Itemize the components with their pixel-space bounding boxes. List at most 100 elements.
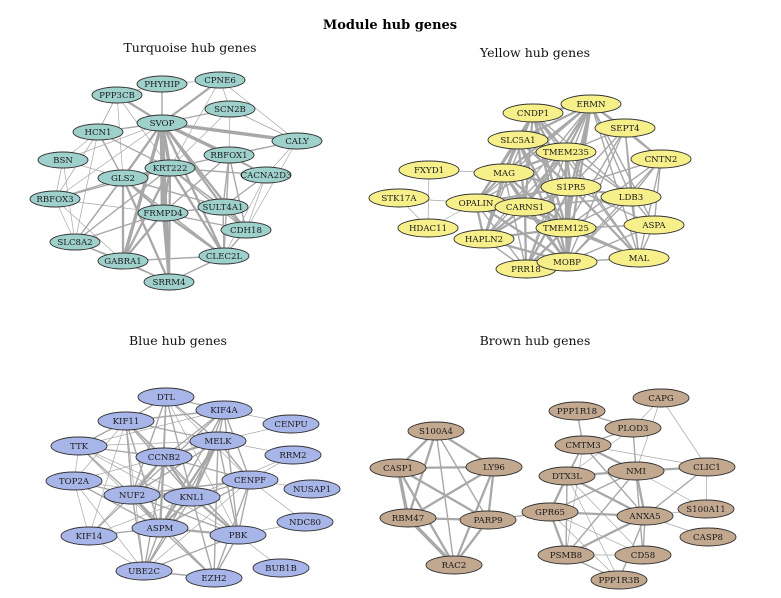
blue-node-kif11: KIF11 [97,411,155,431]
blue-node-bub1b: BUB1B [252,558,310,578]
turquoise-node-gls2: GLS2 [97,169,149,187]
blue-node-label: CCNB2 [148,453,180,463]
brown-node-s100a11: S100A11 [677,499,735,519]
turquoise-node-shape [72,123,124,141]
turquoise-edge [116,94,171,169]
blue-node-shape [45,471,103,491]
blue-node-ube2c: UBE2C [115,561,173,581]
turquoise-node-rbfox3: RBFOX3 [29,190,81,208]
brown-node-shape [465,457,523,477]
yellow-node-shape [630,149,692,169]
brown-node-clic1: CLIC1 [678,457,736,477]
brown-node-shape [632,388,690,408]
turquoise-node-shape [136,75,188,93]
blue-node-dtl: DTL [137,387,195,407]
yellow-node-shape [540,177,602,197]
blue-node-ezh2: EZH2 [185,568,243,588]
turquoise-node-srrm4: SRRM4 [143,273,195,291]
blue-node-cenpf: CENPF [221,470,279,490]
blue-node-ndc80: NDC80 [276,512,334,532]
turquoise-edge [161,211,171,284]
turquoise-edge [116,94,124,179]
turquoise-node-label: CALY [285,137,309,147]
yellow-edge [483,103,592,240]
figure-title: Module hub genes [323,18,457,33]
turquoise-node-label: RBFOX1 [210,151,247,161]
brown-node-shape [607,461,665,481]
yellow-node-shape [398,160,460,180]
turquoise-node-caly: CALY [271,132,323,150]
blue-edge [131,494,215,579]
turquoise-node-slc8a2: SLC8A2 [49,233,101,251]
blue-node-shape [60,526,118,546]
yellow-node-label: CARNS1 [506,203,544,213]
yellow-node-label: ASPA [641,221,666,231]
brown-node-label: GPR65 [535,508,565,518]
blue-node-shape [97,411,155,431]
blue-edge [125,420,133,496]
blue-node-shape [163,487,221,507]
yellow-edge [638,158,662,259]
yellow-node-label: ERMN [576,100,606,110]
turquoise-node-cdh18: CDH18 [220,221,272,239]
yellow-node-shape [600,187,662,207]
yellow-node-mal: MAL [608,248,670,268]
brown-edge [566,475,644,556]
turquoise-node-shape [97,252,149,270]
turquoise-node-shape [197,198,249,216]
turquoise-node-clec2l: CLEC2L [198,247,250,265]
brown-node-rbm47: RBM47 [379,508,437,528]
yellow-node-label: TMEM125 [543,224,589,234]
blue-node-nuf2: NUF2 [103,485,161,505]
yellow-edge [566,158,662,263]
yellow-node-label: LDB3 [619,193,643,203]
blue-node-nusap1: NUSAP1 [283,479,341,499]
turquoise-edge [160,121,226,258]
brown-edge [582,444,646,517]
blue-node-pbk: PBK [209,525,267,545]
blue-node-label: TTK [70,442,89,452]
yellow-edge [565,151,640,259]
yellow-node-shape [535,142,597,162]
yellow-node-label: CNDP1 [517,109,549,119]
blue-edge [143,440,219,572]
blue-edge [143,479,251,572]
turquoise-edge [54,198,124,262]
brown-edge [565,444,584,556]
blue-edge [217,440,239,536]
yellow-node-mobp: MOBP [536,252,598,272]
yellow-node-label: HAPLN2 [465,235,503,245]
brown-node-label: NMI [626,467,646,477]
blue-node-label: NUSAP1 [293,485,331,495]
turquoise-node-scn2b: SCN2B [204,100,256,118]
turquoise-node-label: GABRA1 [104,257,142,267]
turquoise-edge [74,177,124,243]
blue-node-shape [137,387,195,407]
yellow-node-shape [536,252,598,272]
yellow-node-stk17a: STK17A [368,188,430,208]
yellow-node-label: TMEM235 [543,148,589,158]
blue-node-knl1: KNL1 [163,487,221,507]
yellow-node-shape [473,163,535,183]
brown-node-label: PSMB8 [550,551,582,561]
blue-edge [88,420,127,537]
turquoise-node-shape [137,204,189,222]
brown-node-shape [590,570,648,590]
blue-node-label: CENPU [274,420,307,430]
turquoise-node-label: PPP3CB [99,91,135,101]
blue-node-label: ASPM [146,524,174,534]
blue-edge [159,409,225,529]
brown-edge [406,429,438,520]
brown-node-shape [604,418,662,438]
yellow-node-label: S1PR5 [556,183,585,193]
blue-node-shape [195,400,253,420]
yellow-node-hapln2: HAPLN2 [453,229,515,249]
brown-node-ppp1r18: PPP1R18 [548,401,606,421]
turquoise-node-shape [198,247,250,265]
turquoise-node-label: BSN [53,156,73,166]
yellow-node-cntn2: CNTN2 [630,149,692,169]
